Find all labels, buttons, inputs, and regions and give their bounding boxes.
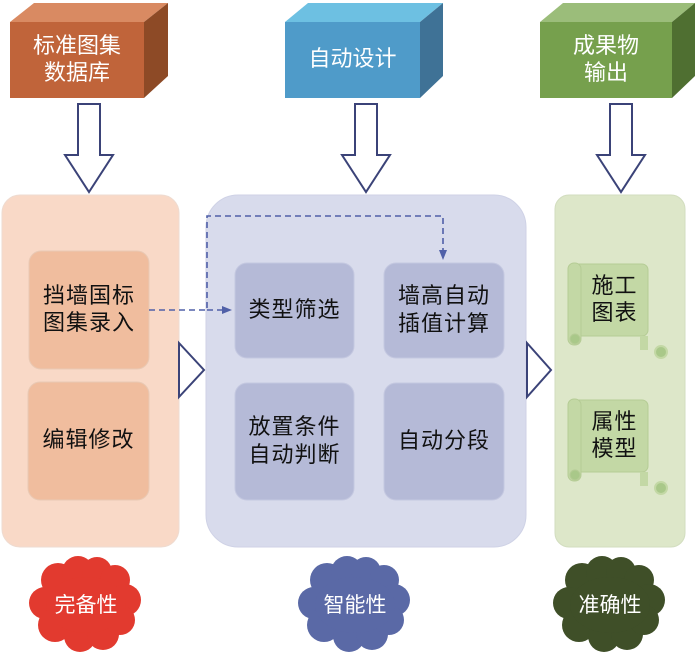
down-arrow-icon xyxy=(340,103,392,194)
cloud-accuracy-label: 准确性 xyxy=(578,592,642,617)
header-database-label: 标准图集 数据库 xyxy=(32,33,121,87)
header-box-database xyxy=(10,3,168,98)
item-box xyxy=(234,262,355,359)
cloud-accuracy xyxy=(553,556,665,652)
down-arrow-icon xyxy=(595,103,647,194)
down-arrow-icon xyxy=(63,103,115,194)
header-output-label: 成果物 输出 xyxy=(572,33,639,87)
item-placement-condition: 放置条件 自动判断 xyxy=(248,415,341,468)
item-attribute-model: 属性 模型 xyxy=(591,409,638,463)
header-box-database-top xyxy=(10,3,168,22)
header-box-auto-design xyxy=(285,3,443,98)
item-box xyxy=(234,382,355,501)
item-edit-modify: 编辑修改 xyxy=(42,428,135,454)
item-box xyxy=(383,382,505,501)
scroll-icon xyxy=(567,262,668,359)
item-gb-atlas-entry: 挡墙国标 图集录入 xyxy=(42,283,135,337)
cloud-intelligence xyxy=(298,556,410,652)
item-box xyxy=(27,381,150,501)
header-box-output xyxy=(540,3,695,98)
right-arrow-icon xyxy=(178,340,206,400)
cloud-intelligence-label: 智能性 xyxy=(323,592,387,617)
cloud-completeness-label: 完备性 xyxy=(54,592,118,617)
panel-output xyxy=(554,194,686,548)
scroll-icon xyxy=(567,398,668,495)
header-auto-design-label: 自动设计 xyxy=(308,47,397,73)
cloud-completeness xyxy=(29,556,141,652)
item-auto-segment: 自动分段 xyxy=(397,428,490,454)
item-wall-height-interpolation: 墙高自动 插值计算 xyxy=(397,284,490,337)
item-box xyxy=(383,262,505,359)
item-type-filter: 类型筛选 xyxy=(248,297,341,323)
item-construction-drawings: 施工 图表 xyxy=(591,273,638,327)
arrowhead-icon xyxy=(439,250,447,260)
right-arrow-icon xyxy=(526,340,553,400)
arrowhead-icon xyxy=(222,306,232,314)
header-box-database-front xyxy=(10,22,144,98)
header-box-database-side xyxy=(144,3,168,98)
